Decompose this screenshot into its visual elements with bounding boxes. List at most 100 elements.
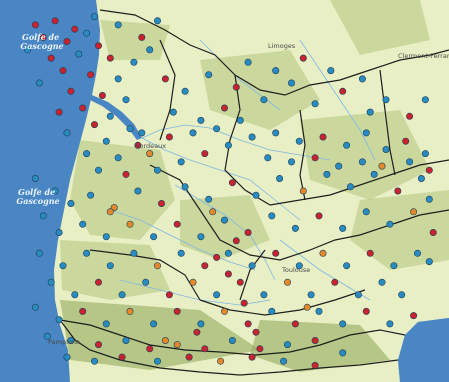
map-marker-blue[interactable] [339, 320, 347, 328]
map-marker-blue[interactable] [63, 353, 71, 361]
map-marker-blue[interactable] [213, 125, 221, 133]
map-marker-red[interactable] [185, 353, 193, 361]
map-marker-orange[interactable] [126, 220, 134, 228]
map-marker-blue[interactable] [79, 220, 87, 228]
map-marker-red[interactable] [201, 150, 209, 158]
map-marker-red[interactable] [272, 249, 280, 257]
map-marker-blue[interactable] [213, 291, 221, 299]
map-marker-red[interactable] [232, 83, 240, 91]
map-marker-red[interactable] [79, 104, 87, 112]
map-marker-blue[interactable] [272, 67, 280, 75]
map-marker-red[interactable] [63, 37, 71, 45]
map-marker-blue[interactable] [224, 141, 232, 149]
map-marker-red[interactable] [311, 336, 319, 344]
map-marker-blue[interactable] [130, 249, 138, 257]
map-marker-blue[interactable] [102, 137, 110, 145]
map-marker-orange[interactable] [173, 341, 181, 349]
map-marker-red[interactable] [146, 345, 154, 353]
map-marker-blue[interactable] [47, 278, 55, 286]
map-marker-red[interactable] [244, 320, 252, 328]
map-marker-orange[interactable] [154, 262, 162, 270]
map-marker-blue[interactable] [35, 249, 43, 257]
map-marker-blue[interactable] [197, 320, 205, 328]
map-marker-blue[interactable] [75, 50, 83, 58]
map-marker-blue[interactable] [386, 320, 394, 328]
map-marker-red[interactable] [240, 299, 248, 307]
map-marker-blue[interactable] [272, 129, 280, 137]
map-marker-blue[interactable] [177, 249, 185, 257]
map-marker-blue[interactable] [134, 187, 142, 195]
map-marker-blue[interactable] [154, 17, 162, 25]
map-marker-blue[interactable] [118, 291, 126, 299]
map-marker-red[interactable] [165, 133, 173, 141]
map-marker-blue[interactable] [295, 262, 303, 270]
map-marker-orange[interactable] [161, 336, 169, 344]
map-marker-blue[interactable] [398, 291, 406, 299]
map-marker-blue[interactable] [421, 150, 429, 158]
map-marker-blue[interactable] [169, 108, 177, 116]
map-marker-blue[interactable] [283, 341, 291, 349]
map-marker-red[interactable] [138, 33, 146, 41]
map-marker-red[interactable] [244, 229, 252, 237]
map-marker-red[interactable] [95, 278, 103, 286]
map-marker-red[interactable] [410, 312, 418, 320]
map-marker-blue[interactable] [102, 320, 110, 328]
map-marker-blue[interactable] [43, 332, 51, 340]
map-marker-red[interactable] [311, 361, 319, 369]
map-marker-red[interactable] [55, 108, 63, 116]
map-marker-blue[interactable] [339, 224, 347, 232]
map-marker-red[interactable] [425, 166, 433, 174]
map-marker-orange[interactable] [410, 208, 418, 216]
map-marker-blue[interactable] [343, 141, 351, 149]
map-marker-blue[interactable] [205, 71, 213, 79]
map-marker-blue[interactable] [24, 46, 32, 54]
map-marker-blue[interactable] [291, 224, 299, 232]
map-marker-blue[interactable] [315, 307, 323, 315]
map-marker-blue[interactable] [343, 262, 351, 270]
map-marker-blue[interactable] [260, 291, 268, 299]
map-marker-blue[interactable] [413, 249, 421, 257]
map-marker-blue[interactable] [425, 258, 433, 266]
map-marker-blue[interactable] [106, 262, 114, 270]
map-marker-blue[interactable] [260, 96, 268, 104]
map-marker-blue[interactable] [87, 191, 95, 199]
map-marker-red[interactable] [165, 291, 173, 299]
map-marker-red[interactable] [91, 121, 99, 129]
map-marker-blue[interactable] [146, 46, 154, 54]
map-marker-blue[interactable] [252, 191, 260, 199]
map-marker-red[interactable] [252, 328, 260, 336]
map-marker-red[interactable] [224, 270, 232, 278]
map-marker-red[interactable] [79, 307, 87, 315]
map-marker-blue[interactable] [59, 262, 67, 270]
map-marker-red[interactable] [319, 133, 327, 141]
map-marker-blue[interactable] [268, 212, 276, 220]
map-marker-red[interactable] [291, 320, 299, 328]
map-marker-blue[interactable] [55, 316, 63, 324]
map-marker-blue[interactable] [425, 195, 433, 203]
map-marker-red[interactable] [173, 220, 181, 228]
map-marker-red[interactable] [158, 200, 166, 208]
map-marker-blue[interactable] [31, 175, 39, 183]
map-marker-red[interactable] [106, 54, 114, 62]
map-marker-blue[interactable] [67, 200, 75, 208]
map-marker-red[interactable] [248, 353, 256, 361]
map-marker-orange[interactable] [299, 187, 307, 195]
map-marker-red[interactable] [71, 25, 79, 33]
map-marker-red[interactable] [59, 67, 67, 75]
map-marker-blue[interactable] [83, 249, 91, 257]
map-marker-blue[interactable] [63, 129, 71, 137]
map-marker-orange[interactable] [283, 278, 291, 286]
map-marker-red[interactable] [362, 307, 370, 315]
map-marker-blue[interactable] [95, 166, 103, 174]
map-marker-red[interactable] [47, 54, 55, 62]
map-marker-red[interactable] [299, 54, 307, 62]
map-marker-blue[interactable] [154, 357, 162, 365]
map-marker-red[interactable] [394, 187, 402, 195]
map-marker-red[interactable] [213, 253, 221, 261]
map-marker-red[interactable] [228, 179, 236, 187]
map-marker-red[interactable] [161, 75, 169, 83]
map-marker-blue[interactable] [276, 175, 284, 183]
map-marker-red[interactable] [98, 92, 106, 100]
map-marker-blue[interactable] [189, 129, 197, 137]
map-marker-blue[interactable] [295, 137, 303, 145]
